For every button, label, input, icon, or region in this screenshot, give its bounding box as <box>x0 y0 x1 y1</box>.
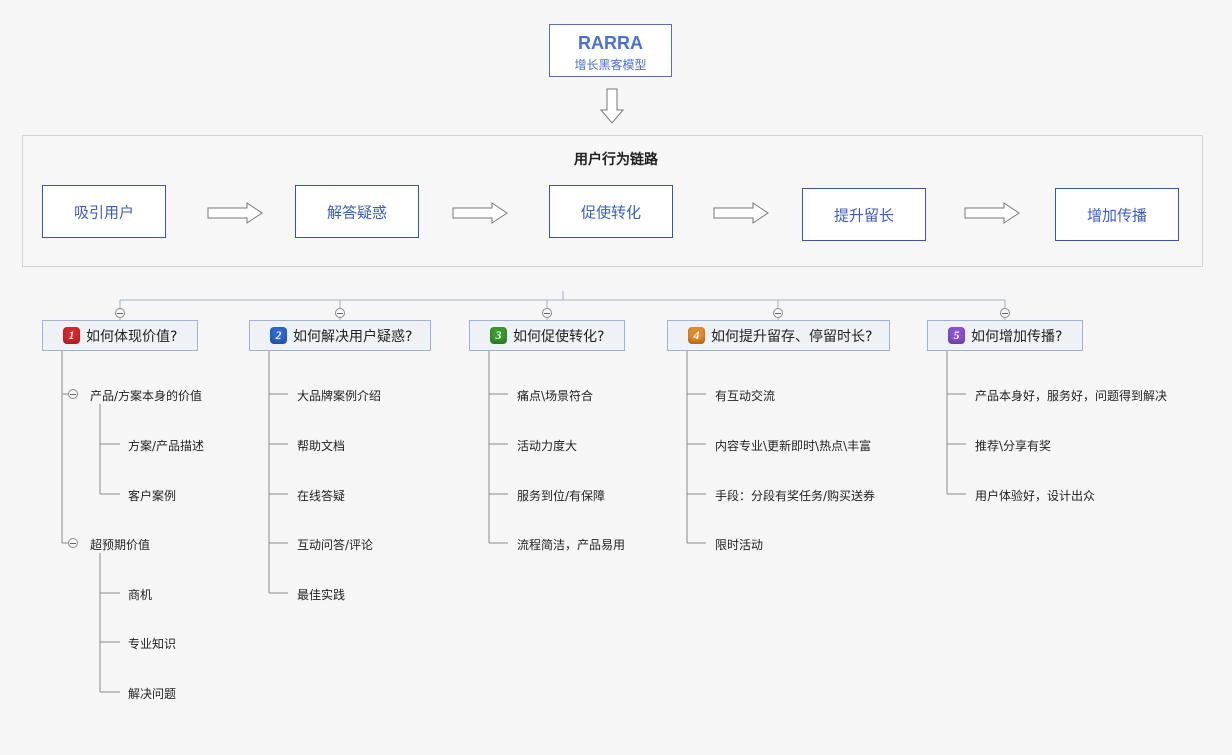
tree-item: 互动问答/评论 <box>297 538 374 552</box>
tree-item: 推荐\分享有奖 <box>975 439 1052 453</box>
down-arrow-icon <box>600 88 624 124</box>
tree-item: 方案/产品描述 <box>128 439 205 453</box>
tree-item: 帮助文档 <box>297 439 346 453</box>
tree-item: 活动力度大 <box>517 439 578 453</box>
tree-item: 商机 <box>128 588 153 602</box>
stage-label: 提升留长 <box>833 206 894 224</box>
question-label: 如何提升留存、停留时长? <box>711 328 873 345</box>
number-2-icon: 2 <box>270 327 287 344</box>
tree-item: 有互动交流 <box>715 389 776 403</box>
question-spread[interactable]: 5 如何增加传播? <box>927 320 1083 351</box>
number-3-icon: 3 <box>490 327 507 344</box>
tree-item: 大品牌案例介绍 <box>297 389 382 403</box>
question-retention[interactable]: 4 如何提升留存、停留时长? <box>667 320 890 351</box>
tree-item: 用户体验好，设计出众 <box>975 489 1096 503</box>
tree-item: 客户案例 <box>128 489 177 503</box>
tree-item: 产品/方案本身的价值 <box>90 389 203 403</box>
tree-item: 产品本身好，服务好，问题得到解决 <box>975 389 1168 403</box>
collapse-toggle-icon[interactable] <box>1000 308 1010 318</box>
tree-item: 痛点\场景符合 <box>517 389 594 403</box>
question-label: 如何增加传播? <box>971 328 1063 345</box>
stage-label: 增加传播 <box>1086 206 1147 224</box>
collapse-toggle-icon[interactable] <box>115 308 125 318</box>
stage-label: 促使转化 <box>580 203 641 221</box>
tree-item: 在线答疑 <box>297 489 346 503</box>
right-arrow-icon <box>207 202 263 224</box>
tree-item: 专业知识 <box>128 637 177 651</box>
number-5-icon: 5 <box>948 327 965 344</box>
question-label: 如何体现价值? <box>86 328 178 345</box>
stage-convert: 促使转化 <box>549 185 673 238</box>
collapse-toggle-icon[interactable] <box>335 308 345 318</box>
model-subtitle: 增长黑客模型 <box>574 58 647 72</box>
right-arrow-icon <box>452 202 508 224</box>
tree-item: 最佳实践 <box>297 588 346 602</box>
collapse-toggle-icon[interactable] <box>773 308 783 318</box>
chain-title: 用户行为链路 <box>574 152 658 168</box>
collapse-toggle-icon[interactable] <box>68 538 78 548</box>
right-arrow-icon <box>964 202 1020 224</box>
tree-item: 限时活动 <box>715 538 764 552</box>
model-title: RARRA <box>578 33 643 53</box>
number-4-icon: 4 <box>688 327 705 344</box>
tree-item: 超预期价值 <box>90 538 151 552</box>
tree-item: 流程简洁，产品易用 <box>517 538 626 552</box>
question-label: 如何促使转化? <box>513 328 605 345</box>
collapse-toggle-icon[interactable] <box>542 308 552 318</box>
stage-attract: 吸引用户 <box>42 185 166 238</box>
collapse-toggle-icon[interactable] <box>68 389 78 399</box>
tree-item: 内容专业\更新即时\热点\丰富 <box>715 439 872 453</box>
model-title-box: RARRA 增长黑客模型 <box>549 24 672 77</box>
stage-answer: 解答疑惑 <box>295 185 419 238</box>
tree-item: 解决问题 <box>128 687 177 701</box>
tree-item: 服务到位/有保障 <box>517 489 606 503</box>
stage-label: 解答疑惑 <box>326 203 387 221</box>
number-1-icon: 1 <box>63 327 80 344</box>
question-doubts[interactable]: 2 如何解决用户疑惑? <box>249 320 431 351</box>
right-arrow-icon <box>713 202 769 224</box>
tree-item: 手段：分段有奖任务/购买送券 <box>715 489 876 503</box>
stage-spread: 增加传播 <box>1055 188 1179 241</box>
question-conversion[interactable]: 3 如何促使转化? <box>469 320 625 351</box>
question-value[interactable]: 1 如何体现价值? <box>42 320 198 351</box>
stage-label: 吸引用户 <box>73 203 134 221</box>
stage-retain: 提升留长 <box>802 188 926 241</box>
question-label: 如何解决用户疑惑? <box>293 328 413 345</box>
